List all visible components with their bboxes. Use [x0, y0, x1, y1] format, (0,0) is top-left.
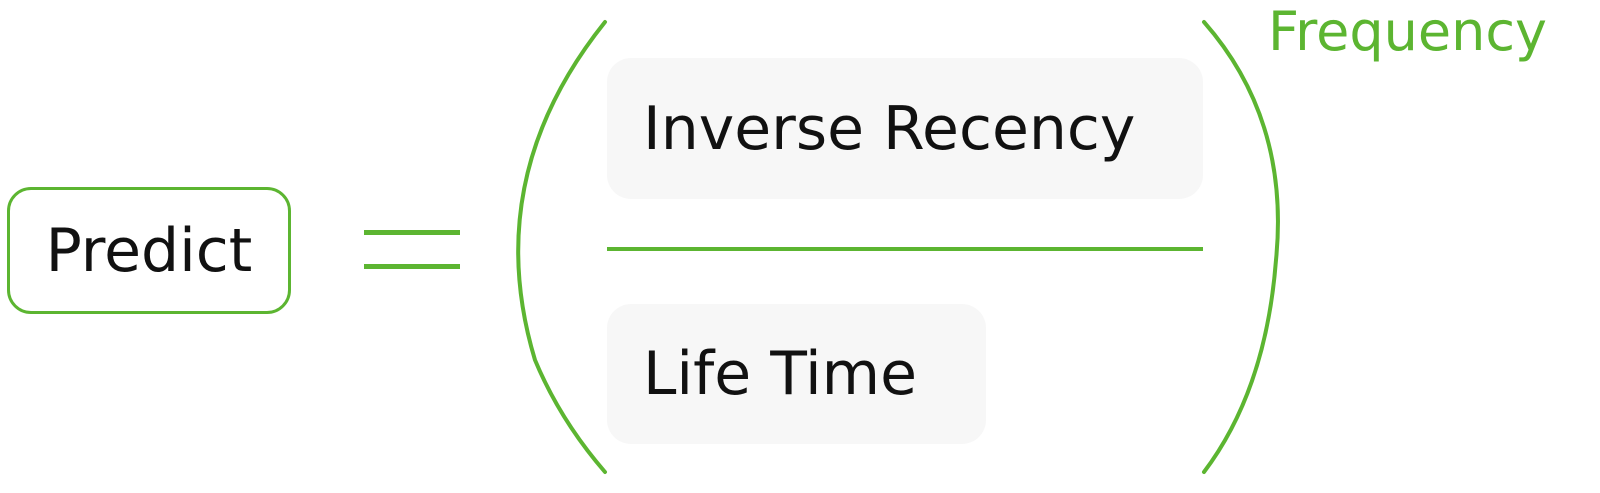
- denominator-box: Life Time: [607, 304, 986, 444]
- right-parenthesis: [1202, 20, 1280, 474]
- numerator-label: Inverse Recency: [643, 93, 1136, 164]
- equals-top-bar: [364, 230, 460, 235]
- equals-sign: [364, 226, 460, 274]
- fraction-bar: [607, 247, 1203, 251]
- equals-bottom-bar: [364, 264, 460, 269]
- predict-label: Predict: [45, 215, 253, 286]
- numerator-box: Inverse Recency: [607, 58, 1203, 199]
- left-parenthesis: [516, 20, 607, 474]
- predict-box: Predict: [7, 187, 291, 314]
- denominator-label: Life Time: [643, 339, 918, 409]
- exponent-label: Frequency: [1268, 0, 1547, 63]
